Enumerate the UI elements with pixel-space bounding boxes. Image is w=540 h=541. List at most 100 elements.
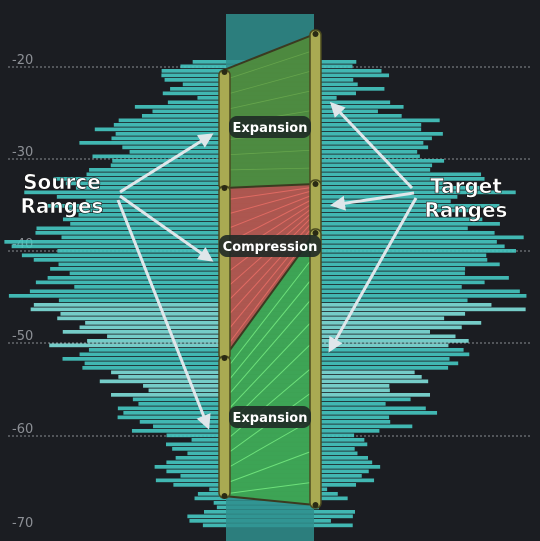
histogram-bar xyxy=(60,312,271,316)
histogram-bar xyxy=(148,388,270,393)
histogram-bar xyxy=(162,91,270,96)
histogram-bar xyxy=(75,186,271,190)
histogram-bar xyxy=(62,330,271,334)
histogram-bar xyxy=(270,168,431,172)
histogram-bar xyxy=(270,123,422,127)
histogram-bar xyxy=(270,127,422,132)
histogram-bar xyxy=(29,289,271,294)
histogram-bar xyxy=(86,172,270,177)
histogram-bar xyxy=(270,280,485,285)
histogram-bar xyxy=(270,316,445,321)
histogram-bar xyxy=(69,271,270,276)
histogram-bar xyxy=(79,352,270,357)
histogram-bar xyxy=(166,460,270,465)
histogram-bar xyxy=(143,384,270,388)
histogram-bar xyxy=(270,172,482,177)
histogram-bar xyxy=(270,154,420,159)
histogram-bar xyxy=(118,118,270,123)
histogram-bar xyxy=(270,339,469,343)
histogram-bar xyxy=(36,226,270,231)
histogram-bar xyxy=(87,339,271,343)
target-range-slider-middle[interactable] xyxy=(309,179,322,236)
histogram-bar xyxy=(270,325,462,330)
region-labels: Expansion Compression Expansion xyxy=(219,116,321,428)
target-handle[interactable] xyxy=(312,230,319,236)
histogram-bar xyxy=(270,370,415,375)
histogram-bar xyxy=(123,411,271,415)
histogram-bar xyxy=(47,204,270,208)
histogram-bar xyxy=(270,258,488,262)
histogram-bar xyxy=(57,249,271,253)
target-label-line1: Target xyxy=(430,174,502,198)
histogram-bar xyxy=(270,289,520,294)
label-pill xyxy=(219,235,321,257)
histogram-bar xyxy=(270,109,378,114)
histogram-bar xyxy=(161,69,270,73)
histogram-bar xyxy=(79,325,270,330)
compression-label: Compression xyxy=(223,240,318,255)
histogram-bar xyxy=(33,303,270,307)
compression-region xyxy=(224,184,315,358)
target-range-sliders[interactable] xyxy=(309,29,322,509)
histogram-bar xyxy=(112,159,271,163)
histogram-bar xyxy=(270,213,438,217)
histogram-bar xyxy=(270,366,449,370)
histogram-bar xyxy=(270,208,471,213)
histogram-bar xyxy=(270,352,470,357)
source-handle[interactable] xyxy=(221,69,228,75)
histogram-bar xyxy=(270,145,429,150)
histogram-bar xyxy=(118,375,270,379)
histogram-bar xyxy=(33,258,270,262)
histogram-bar xyxy=(270,478,375,483)
histogram-bar xyxy=(270,159,445,163)
histogram-bar xyxy=(166,469,270,474)
histogram-bar xyxy=(24,190,270,195)
histogram-bar xyxy=(89,168,270,172)
source-handle[interactable] xyxy=(221,185,228,191)
histogram-bar xyxy=(270,132,443,136)
source-range-slider-top[interactable] xyxy=(218,69,231,191)
histogram-bar xyxy=(270,334,456,339)
target-range-slider-bottom[interactable] xyxy=(309,228,322,509)
histogram-bar xyxy=(270,69,382,73)
histogram-bar xyxy=(270,361,459,366)
histogram-bar xyxy=(270,222,500,226)
histogram-bar xyxy=(270,330,430,334)
histogram-bar xyxy=(270,195,458,199)
histogram-bar xyxy=(134,105,270,109)
source-range-sliders[interactable] xyxy=(218,69,231,499)
source-range-slider-bottom[interactable] xyxy=(218,355,231,499)
histogram-bar xyxy=(270,235,524,240)
source-range-slider-middle[interactable] xyxy=(218,185,231,361)
histogram-bar xyxy=(270,298,468,303)
histogram-bar xyxy=(111,136,270,141)
histogram-bar xyxy=(270,87,385,91)
target-handle[interactable] xyxy=(312,181,319,187)
source-label-line2: Ranges xyxy=(21,194,104,218)
tick-label: -30 xyxy=(12,145,33,160)
histogram-bar xyxy=(153,424,270,429)
source-handle[interactable] xyxy=(221,493,228,499)
source-handle[interactable] xyxy=(221,355,228,361)
target-handle[interactable] xyxy=(312,502,319,508)
tick-label: -60 xyxy=(12,422,33,437)
histogram-bar xyxy=(53,177,271,181)
histogram-bar xyxy=(115,132,271,136)
histogram-bar xyxy=(270,271,465,276)
histogram-bar xyxy=(270,312,466,316)
histogram-bar xyxy=(270,163,433,168)
histogram-bar xyxy=(165,442,270,447)
annotation-arrows xyxy=(116,101,418,430)
histogram-bar xyxy=(270,150,418,154)
histogram-bar xyxy=(111,370,270,375)
histogram-bar xyxy=(270,348,464,352)
histogram-bar xyxy=(117,406,270,411)
histogram-bar xyxy=(35,231,270,235)
histogram-bar xyxy=(85,199,270,204)
histogram-bar xyxy=(58,262,270,267)
target-handle[interactable] xyxy=(312,31,319,37)
histogram-bar xyxy=(88,348,270,352)
target-range-slider-top[interactable] xyxy=(309,29,322,189)
source-label-line1: Source xyxy=(23,170,101,194)
